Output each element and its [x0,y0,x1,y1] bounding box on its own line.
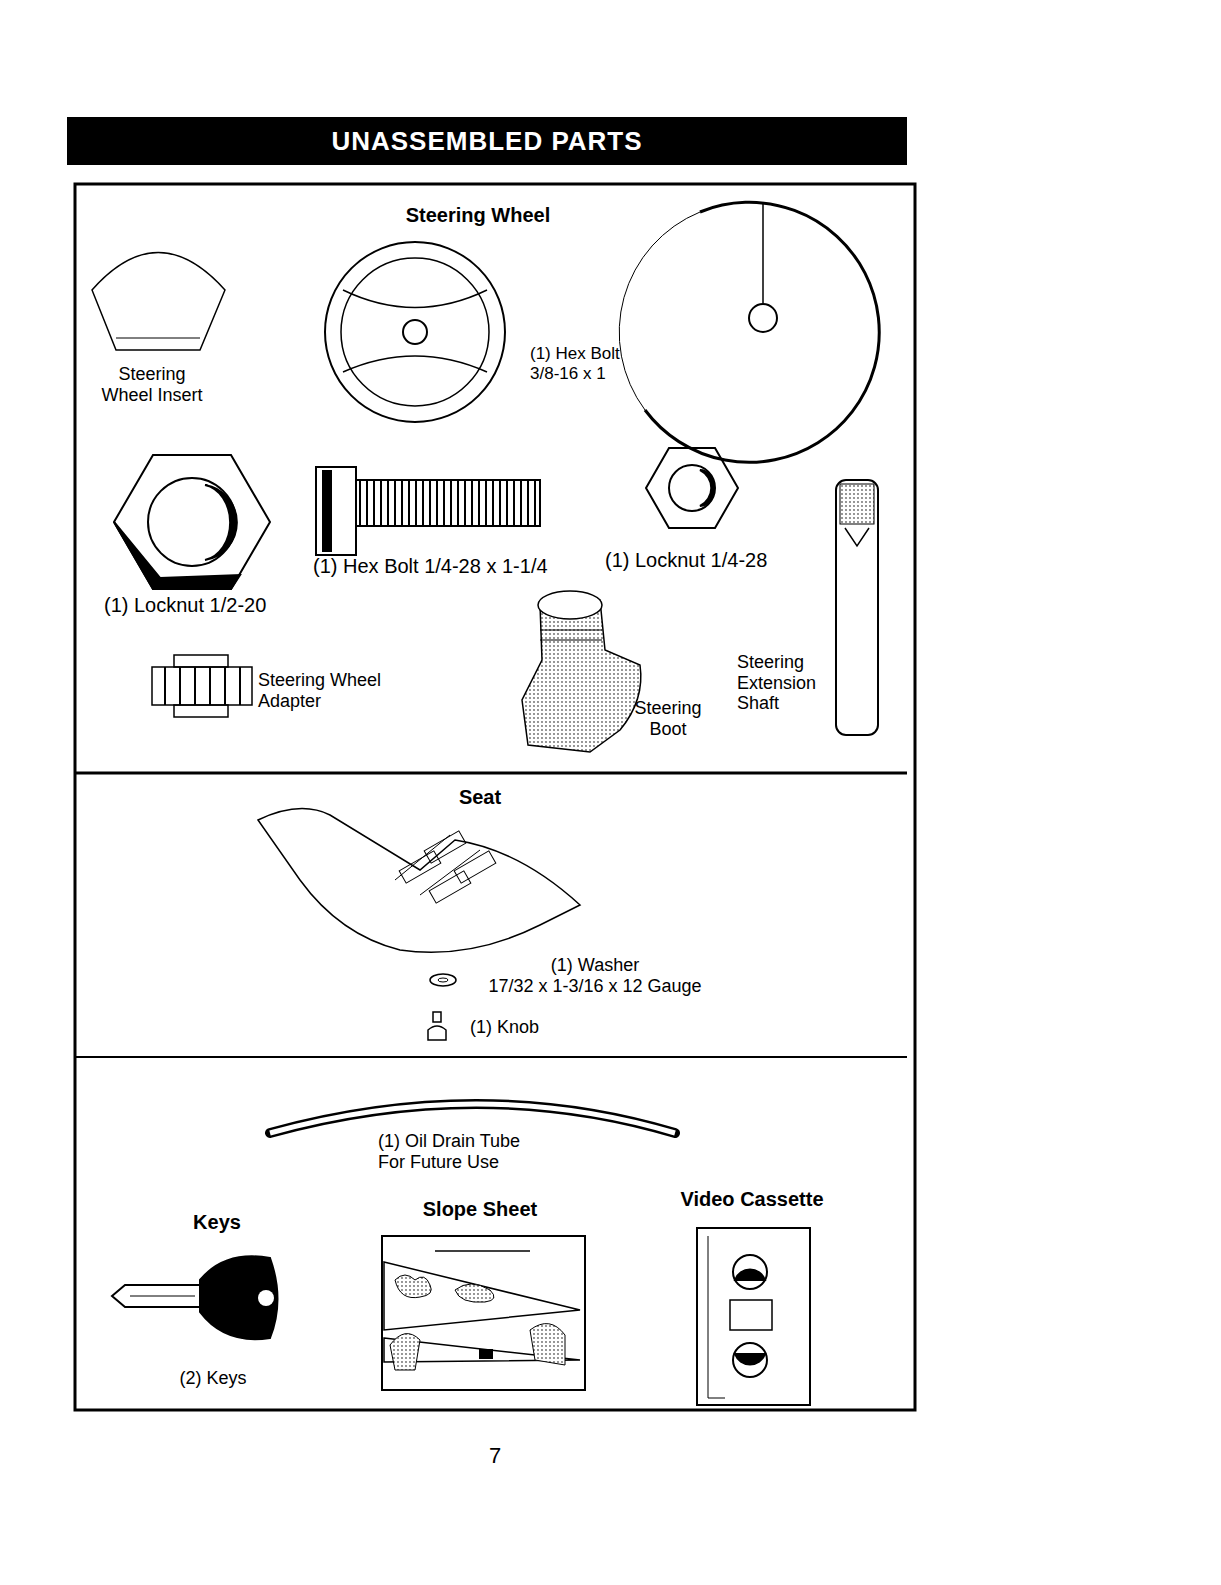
part-name: Steering Boot [634,698,701,739]
part-name: (1) Locknut 1/2-20 [104,594,266,617]
part-name: Steering Wheel Insert [101,364,202,405]
part-heading: Steering Wheel [406,204,550,227]
title-band: UNASSEMBLED PARTS [67,117,907,165]
part-name: (2) Keys [179,1368,246,1389]
part-name: (1) Knob [470,1017,539,1038]
part-heading: Slope Sheet [423,1198,537,1221]
part-name: (1) Oil Drain Tube For Future Use [378,1131,520,1172]
part-heading: Video Cassette [680,1188,823,1211]
part-name: (1) Locknut 1/4-28 [605,549,767,572]
part-name: Steering Wheel Adapter [258,670,381,711]
part-name: (1) Hex Bolt 1/4-28 x 1-1/4 [313,555,548,578]
part-heading: Keys [193,1211,241,1234]
page-number: 7 [489,1443,501,1468]
part-heading: Seat [459,786,501,809]
part-name: (1) Washer 17/32 x 1-3/16 x 12 Gauge [488,955,701,996]
part-name: (1) Hex Bolt 3/8-16 x 1 [530,344,620,383]
part-name: Steering Extension Shaft [737,652,816,714]
